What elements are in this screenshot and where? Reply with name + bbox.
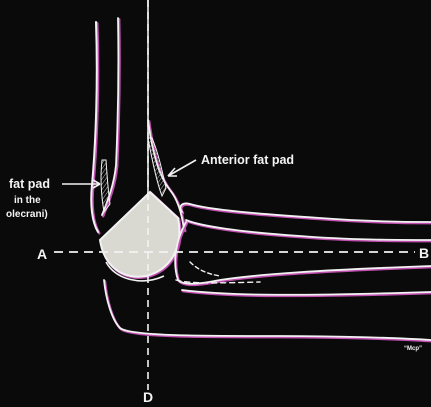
anterior-fat-pad-label: Anterior fat pad bbox=[201, 153, 294, 167]
posterior-fat-pad-label-line3: olecrani) bbox=[6, 209, 48, 220]
line-b-label: B bbox=[419, 245, 429, 261]
posterior-fat-pad-label-line1: fat pad bbox=[9, 177, 50, 191]
corner-mark: “Mcp” bbox=[404, 346, 422, 352]
line-d-label: D bbox=[143, 389, 153, 405]
posterior-fat-pad-label-line2: in the bbox=[14, 195, 41, 206]
line-a-label: A bbox=[37, 246, 47, 262]
